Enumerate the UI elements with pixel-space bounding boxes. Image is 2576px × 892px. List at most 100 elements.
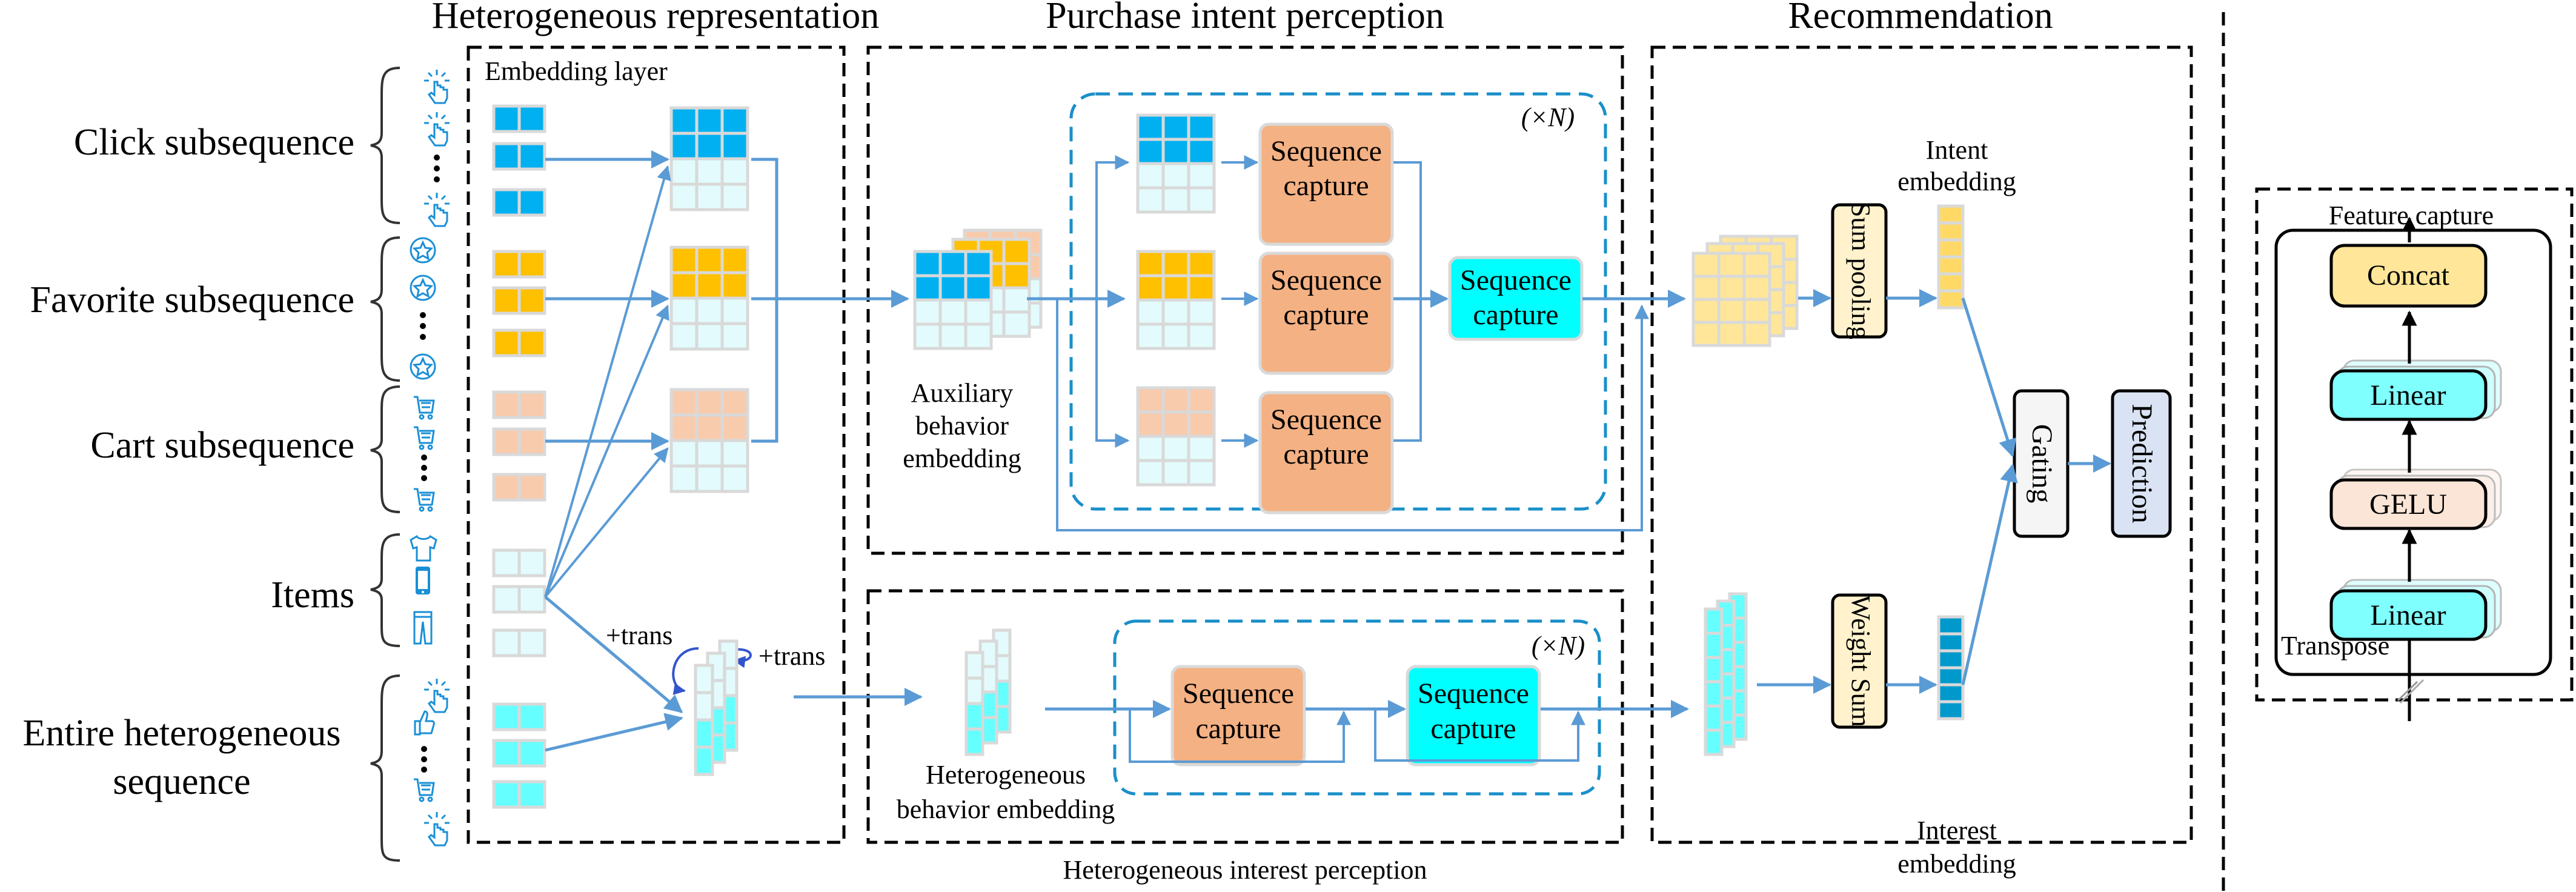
grid-cell [492,628,521,657]
label-intent-line1: Intent [1926,135,1988,165]
embedding-vector [492,780,546,809]
shopping-cart-icon [414,396,435,420]
grid-cell [1002,262,1031,290]
grid-cell [1937,221,1965,242]
sequence-capture-label: Sequence [1418,677,1529,710]
grid-cell [492,328,521,358]
grid-cell [695,388,724,417]
gating-label: Gating [2026,424,2058,504]
click-hand-icon [424,812,450,847]
grid-cell [1691,251,1721,278]
interest-layer [1704,607,1724,756]
sequence-capture-cart: Sequence capture [1258,391,1394,514]
grid-cell [1002,238,1031,265]
grid-cell [1187,459,1216,487]
favorite-star-icon [410,237,436,264]
embedding-vector [492,142,546,171]
grid-cell [1691,275,1721,301]
grid-cell [1187,322,1216,350]
grid-cell [669,413,699,442]
label-entire-heterogeneous-line1: Entire heterogeneous [22,713,340,754]
grid-cell [720,245,749,275]
embedding-vector [492,188,546,217]
embedding-vectors [492,104,546,809]
click-hand-icon [424,193,450,227]
grid-cell [964,298,993,326]
grid-cell [1161,386,1190,414]
grid-cell [1187,250,1216,278]
label-embedding-layer: Embedding layer [485,56,668,86]
grid-cell [517,548,546,577]
branch-favorite-matrix [1136,250,1216,350]
embedding-vector [492,328,546,358]
grid-cell [1742,298,1771,324]
intent-branch-matrices [1136,113,1216,487]
grid-cell [938,274,968,302]
grid-cell [695,464,724,493]
grid-cell [1717,321,1746,347]
concat-block: Concat [2329,244,2488,308]
grid-cell [517,473,546,502]
click-hand-icon [424,70,450,104]
brace-click [370,67,400,224]
embedding-vector [492,390,546,419]
intent-matrix-stack [1691,235,1799,347]
sequence-capture-label: Sequence [1183,677,1294,710]
label-repeat-n-intent: (×N) [1521,102,1575,132]
het-layer [964,651,984,756]
embedding-vector [492,585,546,614]
arrows-recommendation [1757,289,2111,694]
arrow-item-to-favorite-matrix [544,304,669,597]
grid-cell [1136,186,1165,214]
weight-sum-block: Weight Sum [1831,593,1888,729]
grid-cell [913,322,942,350]
grid-cell [669,245,699,275]
label-het-line2: behavior embedding [897,794,1115,824]
grid-cell [720,322,749,351]
shopping-cart-icon [414,426,435,450]
arrows-representation [544,150,923,752]
grid-cell [1136,274,1165,302]
grid-cell [695,296,724,325]
grid-cell [669,322,699,351]
grid-cell [1704,631,1724,659]
grid-cell [669,182,699,211]
repeat-block-intent [1069,92,1607,511]
ellipsis-icon [434,155,440,182]
concat-label: Concat [2367,259,2450,291]
grid-cell [492,427,521,456]
intent-embedding-vector [1937,204,1965,310]
embedding-vector [492,628,546,657]
shopping-cart-icon [414,488,435,512]
weight-sum-label: Weight Sum [1846,595,1876,727]
grid-cell [1161,459,1190,487]
section-title-heterogeneous-representation: Heterogeneous representation [432,0,880,36]
sequence-capture-click: Sequence capture [1258,122,1394,246]
thumbs-up-icon [414,710,435,736]
label-favorite-subsequence: Favorite subsequence [30,279,354,321]
grid-cell [492,702,521,731]
grid-cell [964,727,984,756]
grid-cell [1136,459,1165,487]
grid-cell [720,413,749,442]
section-title-purchase-intent-perception: Purchase intent perception [1046,0,1444,36]
grid-cell [1937,289,1965,310]
grid-cell [492,739,521,768]
grid-cell [1187,274,1216,302]
sequence-capture-label: Sequence [1460,264,1572,296]
grid-cell [720,296,749,325]
grid-cell [694,745,714,776]
favorite-star-icon [410,353,436,380]
braces [370,67,400,862]
grid-cell [1742,275,1771,301]
sequence-capture-label: capture [1195,713,1281,745]
label-transpose: Transpose [2281,631,2389,661]
grid-cell [964,250,993,278]
label-het-line1: Heterogeneous [926,760,1086,790]
grid-cell [1161,138,1190,165]
grid-cell [1187,186,1216,214]
grid-cell [1742,251,1771,278]
grid-cell [938,322,968,350]
grid-cell [1136,322,1165,350]
grid-cell [517,390,546,419]
